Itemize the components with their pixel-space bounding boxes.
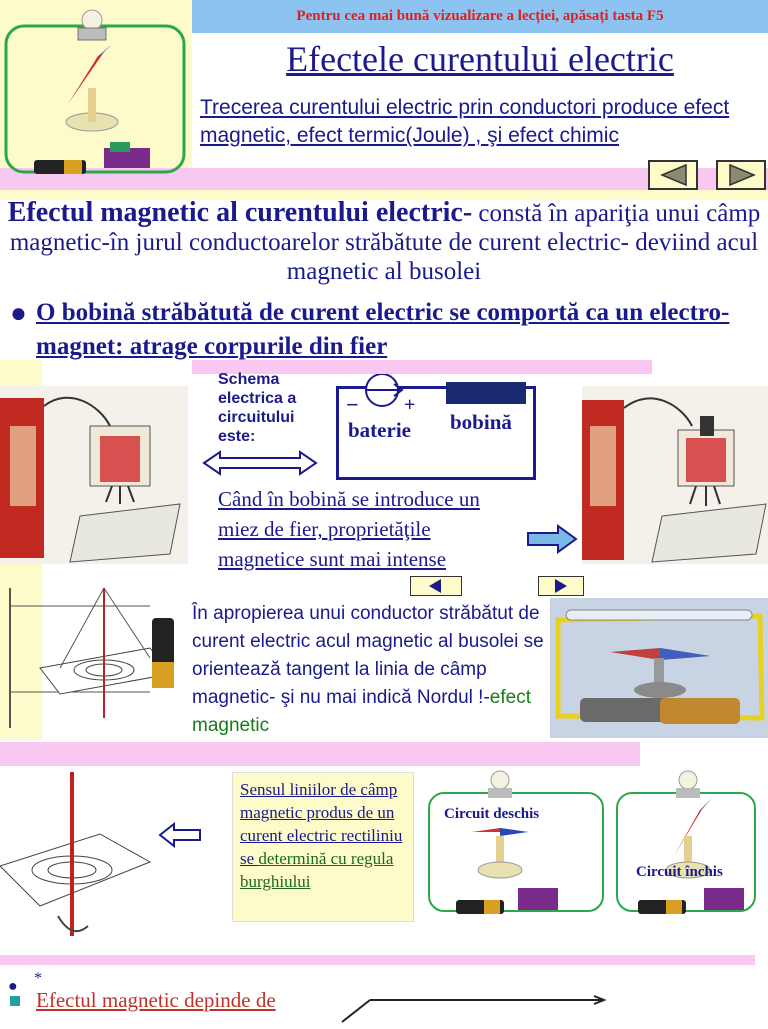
right-arrow-icon xyxy=(526,524,578,559)
schema-plus: + xyxy=(404,394,416,416)
conductor-field-drawing xyxy=(0,578,186,738)
battery-symbol-icon xyxy=(362,373,406,413)
coil-battery-photo-left xyxy=(0,386,188,564)
bottom-text: Efectul magnetic depinde de xyxy=(36,988,276,1012)
previous-slide-button[interactable] xyxy=(648,160,698,190)
right-hand-rule-drawing xyxy=(0,766,154,942)
coil-symbol xyxy=(446,382,526,404)
next-button-small[interactable] xyxy=(538,576,584,596)
magnetic-effect-highlight: efect magnetic xyxy=(192,687,531,736)
bottom-bullet-icon: ● xyxy=(8,978,18,995)
page-title: Efectele curentului electric xyxy=(286,39,674,79)
triangle-right-icon xyxy=(729,163,756,187)
battery-label: baterie xyxy=(348,418,411,442)
open-circuit-label: Circuit deschis xyxy=(444,806,540,822)
electromagnet-bullet: O bobină străbătută de curent electric s… xyxy=(36,299,730,360)
left-arrow-icon xyxy=(158,821,202,853)
conductor-compass-text: În apropierea unui conductor străbătut d… xyxy=(192,600,552,740)
double-arrow-icon xyxy=(202,450,318,481)
rule-box xyxy=(232,772,414,922)
bottom-star: * xyxy=(34,970,42,987)
triangle-left-icon xyxy=(429,579,441,593)
triangle-left-icon xyxy=(660,163,687,187)
magnetic-effect-heading: Efectul magnetic al curentului electric-… xyxy=(0,198,768,286)
circuit-compass-image xyxy=(0,0,192,185)
coil-battery-photo-right xyxy=(582,386,768,564)
coil-label: bobină xyxy=(450,410,512,434)
schema-minus: − xyxy=(346,392,359,417)
triangle-right-icon xyxy=(555,579,567,593)
rule-text-part1: Sensul liniilor de câmp magnetic produs … xyxy=(240,780,403,868)
next-slide-button[interactable] xyxy=(716,160,766,190)
screw-rule-text: Sensul liniilor de câmp magnetic produs … xyxy=(240,778,410,893)
schema-label: Schema electrica a circuitului este: xyxy=(218,371,297,445)
open-circuit-frame xyxy=(428,792,604,912)
conductor-compass-text-main: În apropierea unui conductor străbătut d… xyxy=(192,603,544,708)
magnetic-effect-heading-bold: Efectul magnetic al curentului electric- xyxy=(7,197,473,228)
rule-text-part2: determină cu regula burghiului xyxy=(240,849,394,891)
closed-circuit-label: Circuit închis xyxy=(636,864,723,880)
bullet-icon: ● xyxy=(10,298,27,329)
intro-text: Trecerea curentului electric prin conduc… xyxy=(200,96,730,147)
square-bullet-icon xyxy=(10,996,20,1006)
bottom-arrow-line xyxy=(340,994,610,1029)
magnetic-effect-heading-rest: constă în apariţia unui câmp magnetic-în… xyxy=(9,200,761,285)
compass-conductor-photo xyxy=(550,598,768,738)
f5-hint-bar: Pentru cea mai bună vizualizare a lecție… xyxy=(192,0,768,33)
closed-circuit-drawing xyxy=(616,766,766,931)
previous-button-small[interactable] xyxy=(410,576,462,596)
open-circuit-drawing xyxy=(428,766,604,931)
iron-core-text: Când în bobină se introduce un miez de f… xyxy=(218,487,480,571)
